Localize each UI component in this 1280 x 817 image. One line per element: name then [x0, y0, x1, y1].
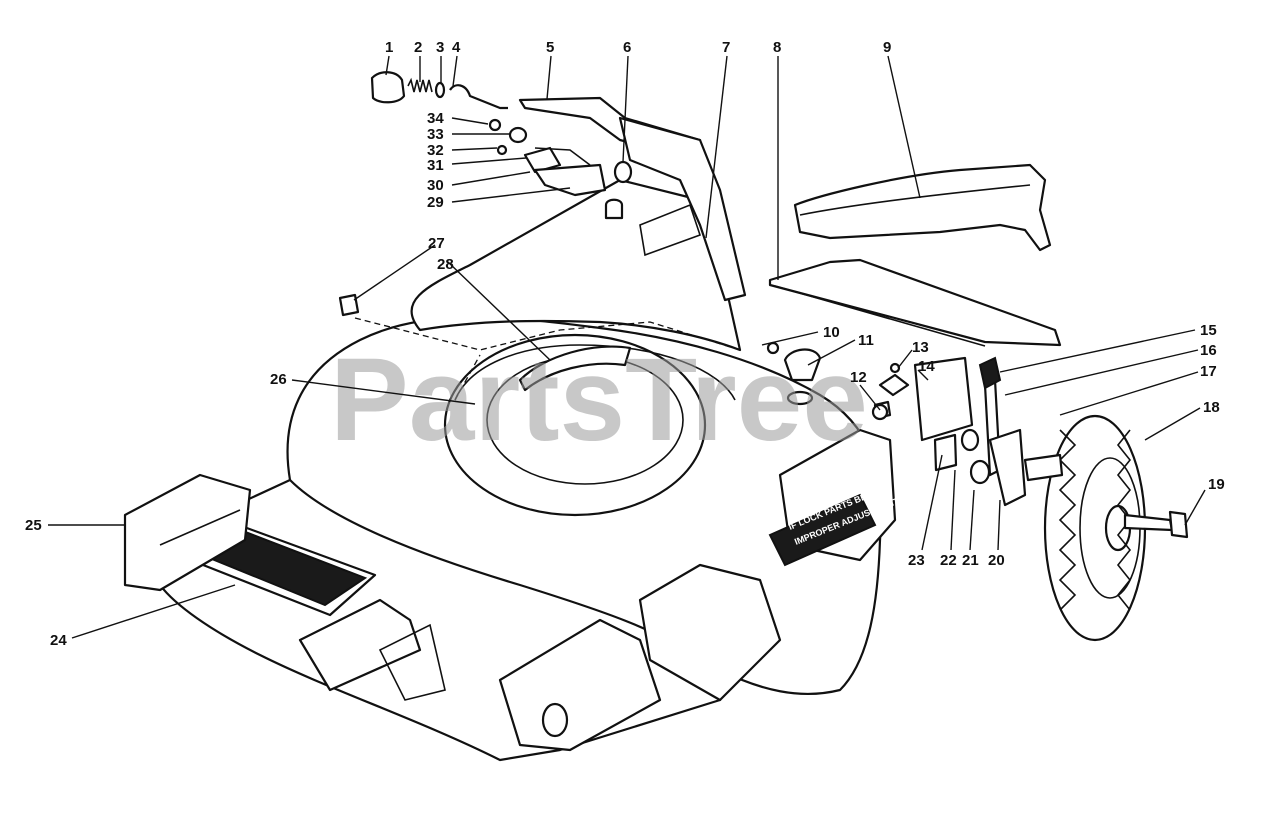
callout-14: 14	[918, 358, 935, 375]
callout-21: 21	[962, 552, 979, 569]
callout-26: 26	[270, 371, 287, 388]
grass-chute-9	[793, 163, 1052, 252]
callout-23: 23	[908, 552, 925, 569]
callout-28: 28	[437, 256, 454, 273]
baffle-28	[518, 345, 632, 392]
callout-29: 29	[427, 194, 444, 211]
callout-2: 2	[414, 39, 422, 56]
wheel-bolt-19	[1123, 510, 1189, 539]
callout-8: 8	[773, 39, 781, 56]
callout-30: 30	[427, 177, 444, 194]
callout-33: 33	[427, 126, 444, 143]
callout-24: 24	[50, 632, 67, 649]
watermark: PartsTree	[330, 334, 868, 466]
callout-4: 4	[452, 39, 461, 56]
callout-16: 16	[1200, 342, 1217, 359]
callout-25: 25	[25, 517, 42, 534]
height-knobs	[766, 341, 910, 406]
bolt-27	[338, 293, 360, 317]
callout-27: 27	[428, 235, 445, 252]
callout-20: 20	[988, 552, 1005, 569]
callout-34: 34	[427, 110, 444, 127]
callout-12: 12	[850, 369, 867, 386]
callout-18: 18	[1203, 399, 1220, 416]
deflector-plate-8	[768, 258, 1062, 347]
mower-deck	[158, 178, 897, 762]
callout-15: 15	[1200, 322, 1217, 339]
callout-13: 13	[912, 339, 929, 356]
callout-1: 1	[385, 39, 393, 56]
callout-9: 9	[883, 39, 891, 56]
handle-control-assembly	[370, 71, 747, 302]
front-bumper-25	[123, 473, 252, 592]
callout-32: 32	[427, 142, 444, 159]
callout-19: 19	[1208, 476, 1225, 493]
callout-11: 11	[858, 332, 874, 349]
callout-labels: 1 2 3 4 5 6 7 8 9 10 11 12 13 14 15 16 1…	[25, 39, 1225, 649]
callout-3: 3	[436, 39, 444, 56]
callout-17: 17	[1200, 363, 1217, 380]
callout-5: 5	[546, 39, 554, 56]
callout-6: 6	[623, 39, 631, 56]
rear-wheel-18	[1043, 414, 1147, 642]
callout-22: 22	[940, 552, 957, 569]
height-adjust-parts	[871, 356, 1064, 507]
callout-10: 10	[823, 324, 840, 341]
callout-31: 31	[427, 157, 444, 174]
callout-7: 7	[722, 39, 730, 56]
callout-leaders	[48, 55, 1206, 639]
